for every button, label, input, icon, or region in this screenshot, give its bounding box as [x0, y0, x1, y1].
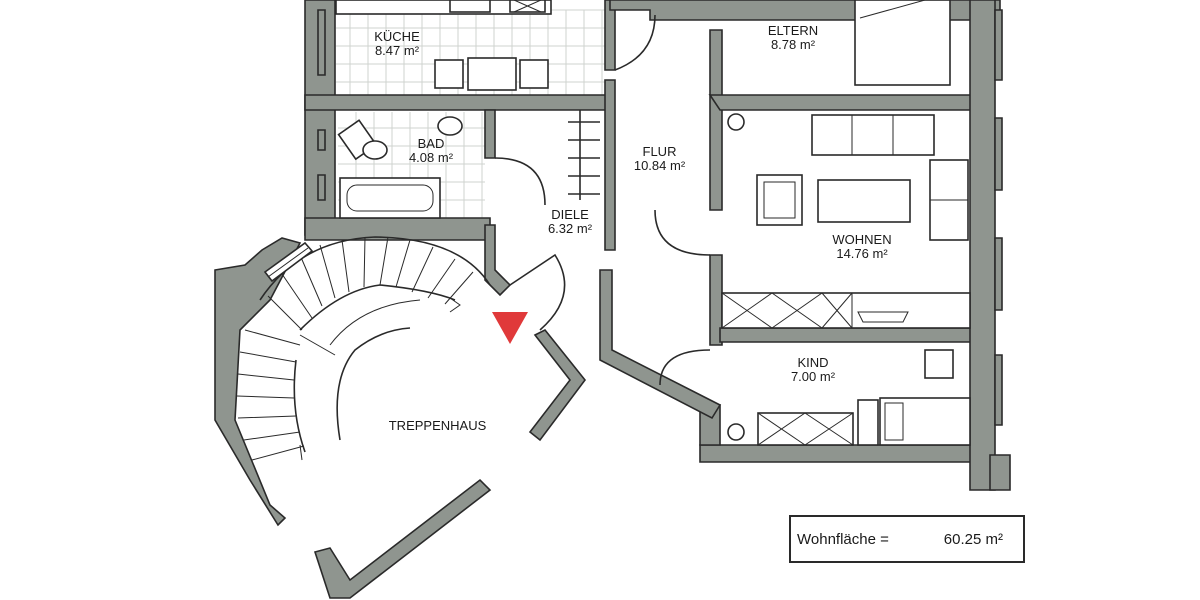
kitchen-furniture: [335, 0, 552, 91]
room-name: TREPPENHAUS: [388, 418, 487, 433]
room-area: 6.32 m²: [547, 221, 593, 236]
room-name: FLUR: [642, 144, 677, 159]
room-label-eltern: ELTERN 8.78 m²: [758, 24, 828, 52]
room-area: 4.08 m²: [408, 150, 454, 165]
eltern-bed: [854, 0, 951, 86]
room-area: 8.78 m²: [770, 37, 816, 52]
room-label-wohnen: WOHNEN 14.76 m²: [822, 233, 902, 261]
living-area-value: 60.25 m²: [943, 530, 1003, 548]
room-name: WOHNEN: [832, 232, 892, 247]
room-label-diele: DIELE 6.32 m²: [535, 208, 605, 236]
room-name: DIELE: [551, 207, 589, 222]
room-label-flur: FLUR 10.84 m²: [622, 145, 697, 173]
room-area: 7.00 m²: [790, 369, 836, 384]
room-area: 14.76 m²: [836, 246, 888, 261]
room-name: ELTERN: [767, 23, 819, 38]
entrance-marker-icon: [492, 312, 528, 344]
living-area-summary: Wohnfläche = 60.25 m²: [789, 515, 1025, 563]
room-name: KIND: [797, 355, 829, 370]
room-label-bad: BAD 4.08 m²: [396, 137, 466, 165]
room-name: BAD: [417, 136, 445, 151]
room-label-treppenhaus: TREPPENHAUS: [385, 419, 490, 433]
room-label-kind: KIND 7.00 m²: [778, 356, 848, 384]
stair-window: [263, 241, 314, 283]
room-label-kueche: KÜCHE 8.47 m²: [362, 30, 432, 58]
room-area: 8.47 m²: [374, 43, 420, 58]
diele-steps: [568, 110, 600, 200]
kind-furniture: [727, 349, 971, 446]
room-area: 10.84 m²: [633, 158, 686, 173]
room-name: KÜCHE: [374, 29, 420, 44]
doors: [494, 14, 711, 386]
wohnen-furniture: [721, 113, 971, 329]
living-area-label: Wohnfläche =: [797, 530, 889, 548]
bath-fixtures: [337, 116, 463, 219]
